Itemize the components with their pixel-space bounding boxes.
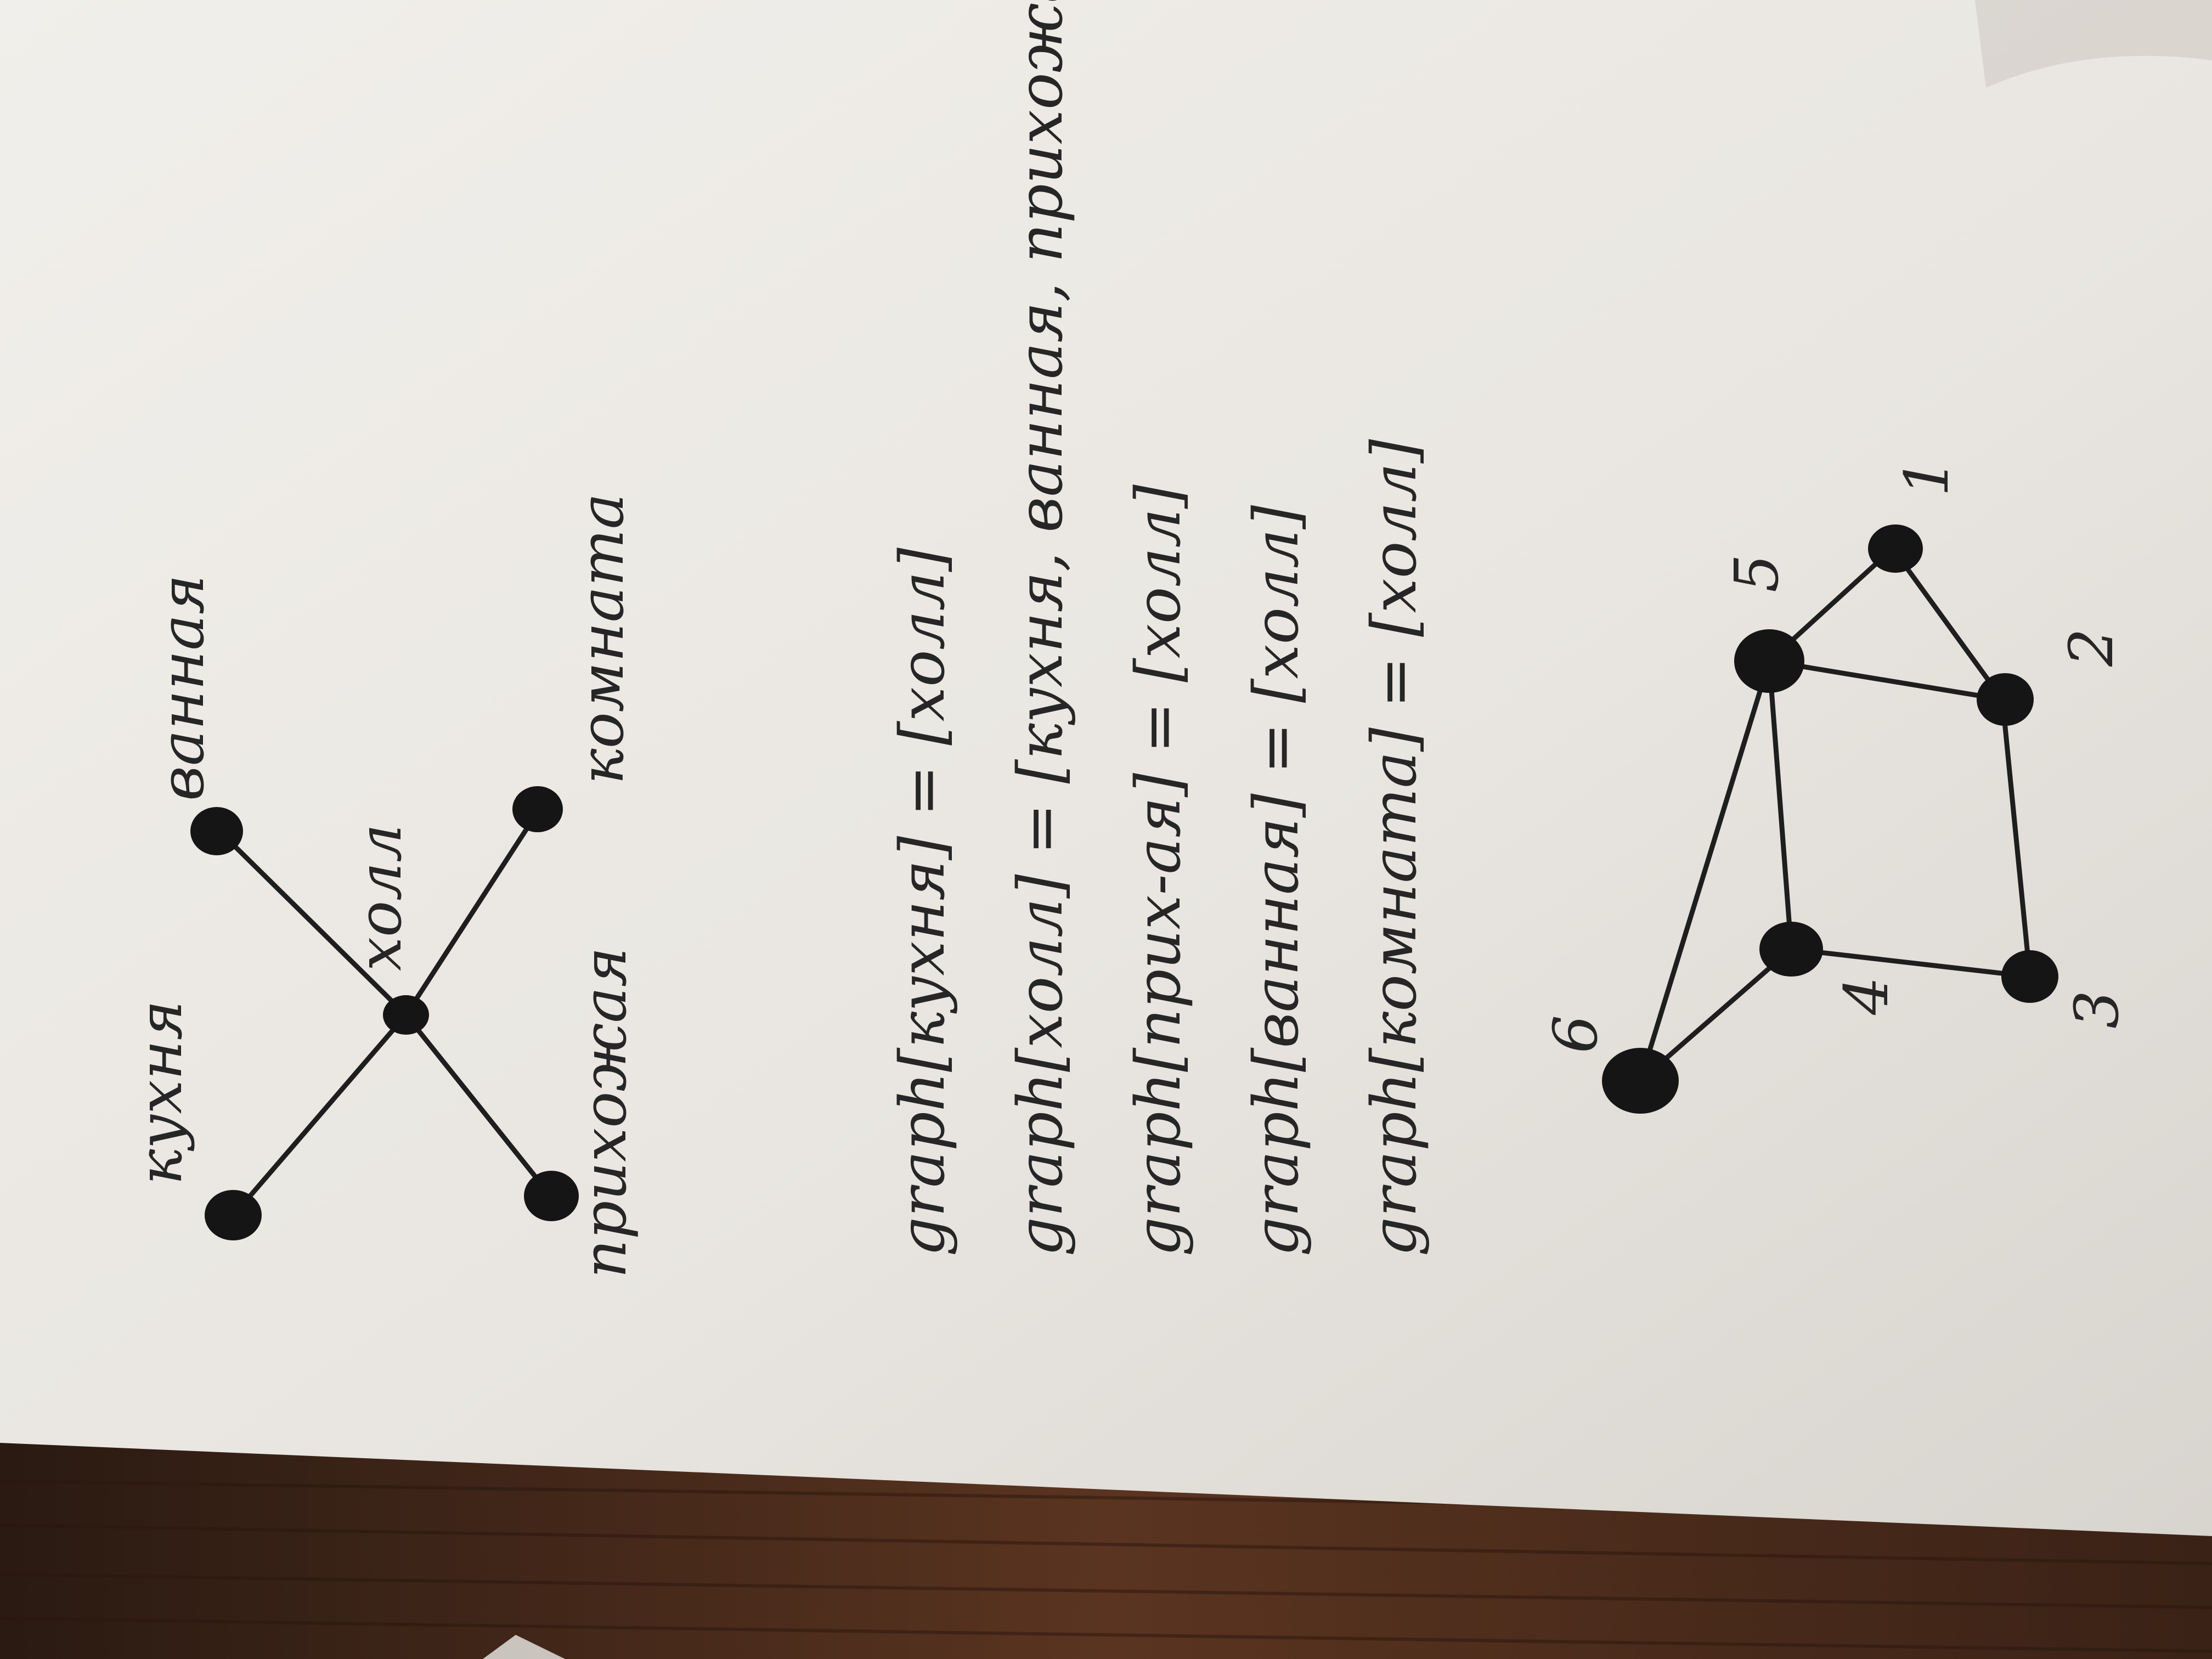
label-node-3: 3	[2062, 990, 2132, 1029]
edge-hall-hallway	[403, 1012, 551, 1196]
label-node-2: 2	[2056, 628, 2126, 667]
room-graph-labels: кухня ванная холл прихожая комната	[125, 493, 640, 1278]
code-line-5: graph[комната] = [холл]	[1359, 439, 1430, 1256]
numbered-graph-nodes	[1602, 524, 2058, 1114]
label-bathroom: ванная	[147, 574, 217, 801]
node-4	[1759, 922, 1823, 977]
paper-sheet	[0, 0, 2212, 1536]
edge-6-5	[1638, 658, 1772, 1084]
node-6	[1602, 1048, 1679, 1114]
code-lines: graph[кухня] = [холл] graph[холл] = [кух…	[887, 0, 1430, 1256]
label-node-4: 4	[1831, 977, 1901, 1015]
code-line-3: graph[прих-ая] = [холл]	[1123, 484, 1194, 1256]
edge-hall-bathroom	[217, 828, 409, 1018]
edge-1-2	[1890, 546, 2005, 702]
node-room	[512, 786, 563, 832]
room-graph	[217, 809, 551, 1215]
edge-3-4	[1788, 946, 2033, 979]
node-1	[1868, 524, 1923, 573]
node-2	[1977, 673, 2034, 726]
node-3	[2001, 950, 2058, 1003]
code-line-1: graph[кухня] = [холл]	[887, 548, 958, 1256]
code-line-4: graph[ванная] = [холл]	[1241, 505, 1312, 1256]
label-hallway: прихожая	[569, 947, 640, 1278]
label-node-1: 1	[1892, 458, 1962, 496]
page-curl-shadow	[1975, 0, 2212, 88]
node-5	[1734, 629, 1804, 693]
room-graph-nodes	[190, 786, 579, 1240]
edge-5-4	[1767, 658, 1794, 952]
paper-scrap	[483, 1635, 565, 1659]
node-hall	[383, 995, 429, 1035]
edge-2-3	[2000, 697, 2033, 979]
label-node-5: 5	[1722, 554, 1792, 592]
edge-hall-kitchen	[233, 1012, 409, 1215]
node-bathroom	[190, 807, 243, 855]
numbered-graph-labels: 1 2 3 4 5 6	[1541, 458, 2132, 1053]
edge-hall-room	[403, 809, 540, 1018]
node-kitchen	[205, 1190, 262, 1240]
label-room: комната	[567, 493, 637, 785]
node-hallway	[524, 1171, 579, 1221]
label-node-6: 6	[1541, 1015, 1611, 1053]
code-line-2: graph[холл] = [кухня, ванная, прихожая, …	[1005, 0, 1076, 1256]
edge-5-2	[1767, 658, 2005, 702]
label-hall: холл	[345, 824, 415, 971]
label-kitchen: кухня	[125, 1000, 195, 1185]
